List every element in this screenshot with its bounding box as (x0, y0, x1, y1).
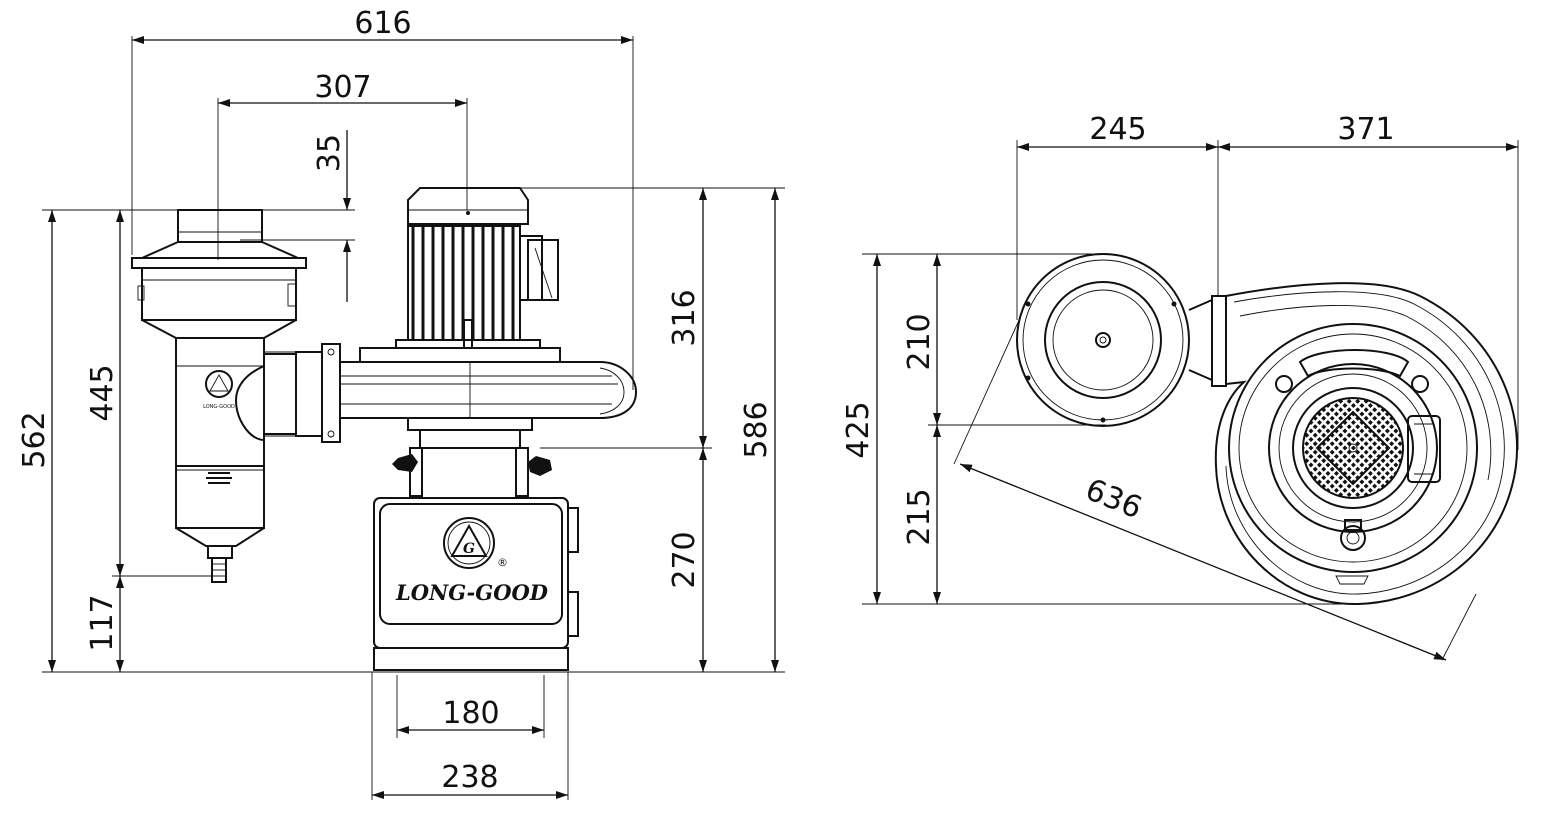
clamp-knobs (392, 447, 552, 497)
dim-215: 215 (902, 488, 937, 545)
dim-425: 425 (841, 401, 876, 458)
top-dimension-lines (873, 143, 1518, 661)
control-box: G ® LONG-GOOD (373, 497, 579, 671)
dim-562: 562 (17, 411, 52, 468)
dim-316: 316 (667, 289, 702, 346)
front-dimension-lines (48, 36, 779, 799)
dim-445: 445 (85, 364, 120, 421)
dim-371: 371 (1337, 112, 1394, 147)
dim-245: 245 (1089, 112, 1146, 147)
dim-238: 238 (441, 760, 498, 795)
registered-mark: ® (497, 556, 508, 569)
top-view: 245 371 425 210 215 636 (841, 112, 1519, 661)
dim-180: 180 (442, 696, 499, 731)
dim-35: 35 (312, 134, 347, 172)
brand-name: LONG-GOOD (395, 580, 549, 605)
dim-210: 210 (902, 313, 937, 370)
top-fan-housing (1214, 282, 1519, 606)
brand-logo-icon (443, 517, 495, 569)
fan-housing (339, 339, 638, 449)
top-inlet-canister (1016, 253, 1227, 427)
separator-logo-icon (205, 370, 233, 398)
dim-307: 307 (314, 70, 371, 105)
dim-636: 636 (1080, 472, 1146, 526)
dim-616: 616 (354, 6, 411, 41)
separator-brand-label: LONG-GOOD (203, 404, 235, 410)
elbow-duct (234, 343, 341, 443)
dim-586: 586 (739, 401, 774, 458)
top-extension-lines (862, 140, 1519, 661)
brand-logo-letter: G (463, 541, 475, 557)
separator-column: LONG-GOOD (131, 209, 307, 583)
dim-270: 270 (667, 531, 702, 588)
front-view: 616 307 35 316 270 586 562 445 117 180 2… (17, 6, 785, 800)
motor (407, 187, 559, 349)
dim-117: 117 (85, 594, 120, 651)
